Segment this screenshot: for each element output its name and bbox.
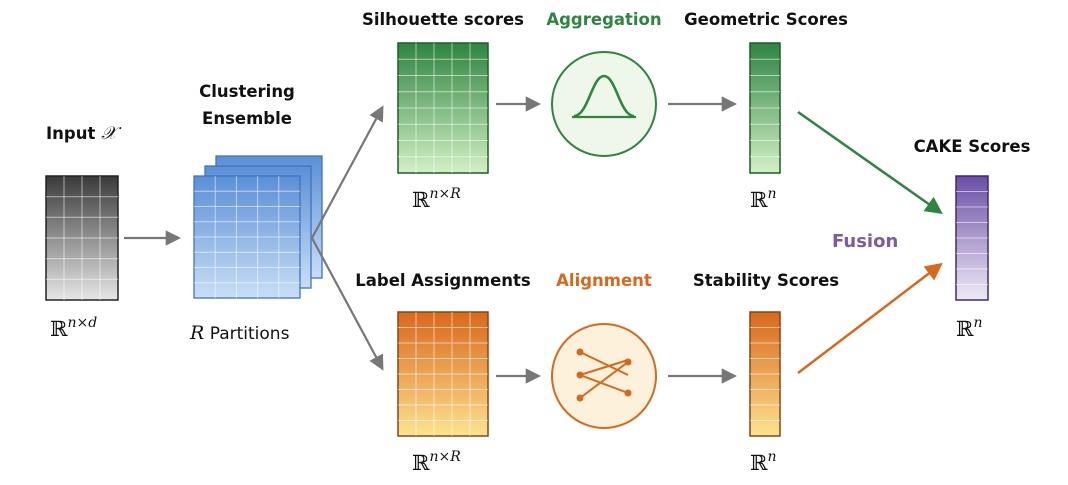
svg-text:ℝn×d: ℝn×d: [50, 315, 97, 341]
input-symbol: 𝒳: [101, 123, 122, 144]
partitions-label: R Partitions: [189, 322, 290, 344]
alignment-title: Alignment: [556, 271, 652, 290]
input-space-label: ℝn×d: [50, 315, 97, 341]
bipartite-crossing-icon: [551, 323, 657, 429]
svg-text:Clustering: Clustering: [199, 82, 295, 101]
stability-vector: [749, 311, 781, 437]
geometric-space-label: ℝn: [750, 186, 776, 212]
input-matrix: [45, 175, 119, 301]
ensemble-label: Clustering Ensemble: [199, 82, 295, 128]
stability-title: Stability Scores: [693, 271, 839, 290]
arrow-ensemble-to-silhouette: [311, 105, 384, 239]
arrow-geometric-to-cake: [797, 110, 943, 215]
input-label: Input 𝒳: [46, 123, 122, 144]
svg-text:ℝn: ℝn: [750, 186, 776, 212]
silhouette-space-label: ℝn×R: [412, 186, 461, 212]
svg-text:ℝn×R: ℝn×R: [412, 186, 461, 212]
stability-space-label: ℝn: [750, 449, 776, 475]
arrow-stability-to-cake: [797, 262, 943, 374]
svg-text:ℝn: ℝn: [956, 315, 982, 341]
svg-text:R Partitions: R Partitions: [189, 322, 290, 344]
label-assign-matrix: [397, 311, 489, 437]
arrow-ensemble-to-labels: [311, 237, 384, 371]
aggregation-title: Aggregation: [546, 10, 661, 29]
cake-vector: [955, 175, 989, 301]
silhouette-title: Silhouette scores: [362, 10, 524, 29]
label-space-label: ℝn×R: [412, 449, 461, 475]
fusion-label: Fusion: [832, 231, 898, 252]
ensemble-stack: [193, 155, 323, 299]
svg-text:Ensemble: Ensemble: [202, 109, 292, 128]
geometric-title: Geometric Scores: [684, 10, 848, 29]
cake-title: CAKE Scores: [914, 137, 1031, 156]
svg-text:Input 𝒳: Input 𝒳: [46, 123, 122, 144]
svg-text:ℝn: ℝn: [750, 449, 776, 475]
geometric-vector: [749, 42, 781, 174]
gaussian-curve-icon: [551, 51, 657, 157]
silhouette-matrix: [397, 42, 489, 174]
svg-text:ℝn×R: ℝn×R: [412, 449, 461, 475]
cake-space-label: ℝn: [956, 315, 982, 341]
label-assign-title: Label Assignments: [355, 271, 531, 290]
